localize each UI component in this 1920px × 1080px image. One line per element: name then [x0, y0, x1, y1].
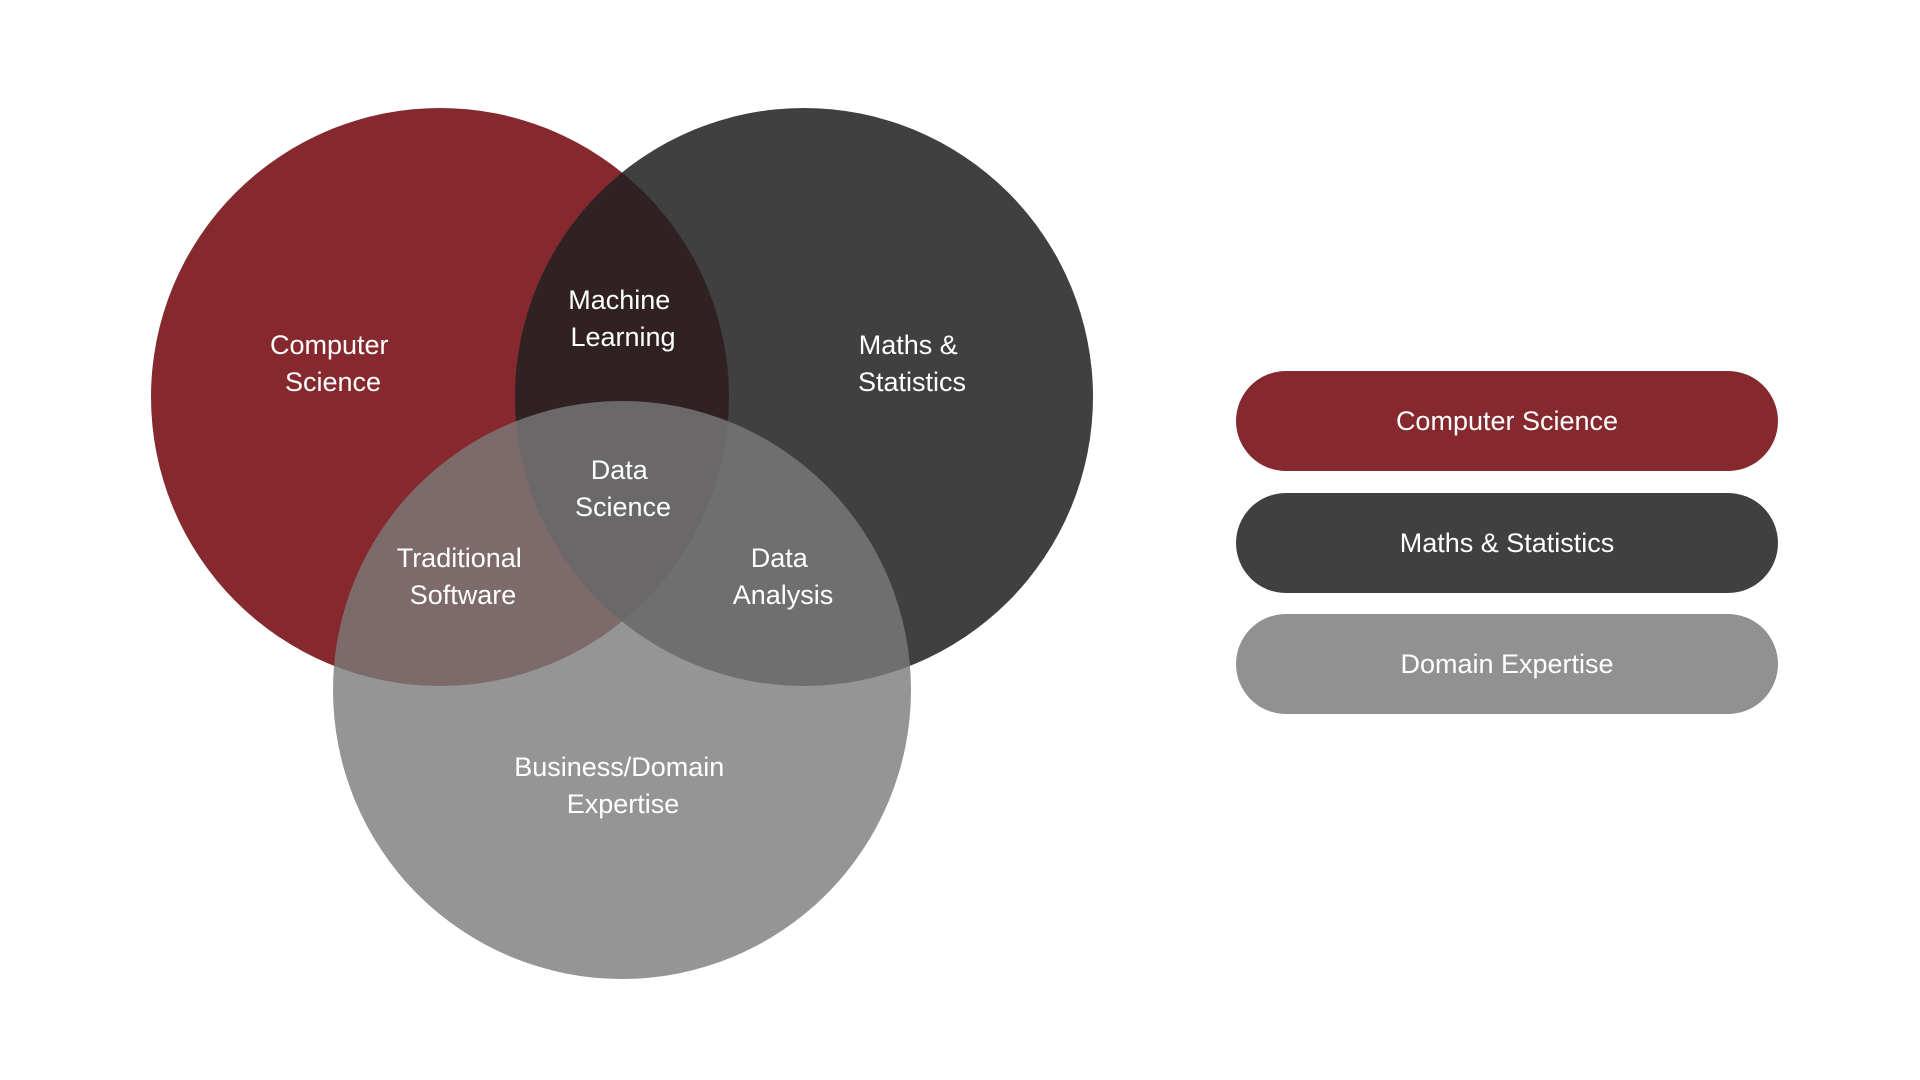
label-business-domain-line2: Expertise	[567, 789, 680, 819]
label-data-analysis: Data Analysis	[733, 543, 834, 610]
label-data-science: Data Science	[575, 455, 671, 522]
legend-label-computer-science: Computer Science	[1395, 405, 1619, 436]
label-traditional-software-line1: Traditional	[397, 543, 522, 573]
label-traditional-software: Traditional Software	[397, 543, 530, 610]
legend-item-computer-science: Computer Science	[1236, 371, 1778, 471]
label-computer-science-line2: Science	[285, 367, 381, 397]
label-business-domain-line1: Business/Domain	[514, 752, 724, 782]
label-computer-science-line1: Computer	[270, 330, 389, 360]
label-machine-learning-line2: Learning	[570, 322, 675, 352]
business-domain-circle	[333, 401, 911, 979]
legend-item-maths-statistics: Maths & Statistics	[1236, 493, 1778, 593]
label-computer-science: Computer Science	[270, 330, 396, 397]
label-machine-learning: Machine Learning	[568, 285, 678, 352]
label-data-analysis-line1: Data	[751, 543, 809, 573]
label-data-analysis-line2: Analysis	[733, 580, 834, 610]
label-traditional-software-line2: Software	[410, 580, 517, 610]
label-business-domain: Business/Domain Expertise	[514, 752, 732, 819]
legend-label-domain-expertise: Domain Expertise	[1400, 648, 1614, 679]
label-machine-learning-line1: Machine	[568, 285, 670, 315]
label-maths-statistics-line2: Statistics	[858, 367, 966, 397]
label-data-science-line1: Data	[591, 455, 649, 485]
legend-label-maths-statistics: Maths & Statistics	[1399, 527, 1615, 558]
label-maths-statistics-line1: Maths &	[859, 330, 958, 360]
legend-item-domain-expertise: Domain Expertise	[1236, 614, 1778, 714]
label-data-science-line2: Science	[575, 492, 671, 522]
label-maths-statistics: Maths & Statistics	[858, 330, 966, 397]
